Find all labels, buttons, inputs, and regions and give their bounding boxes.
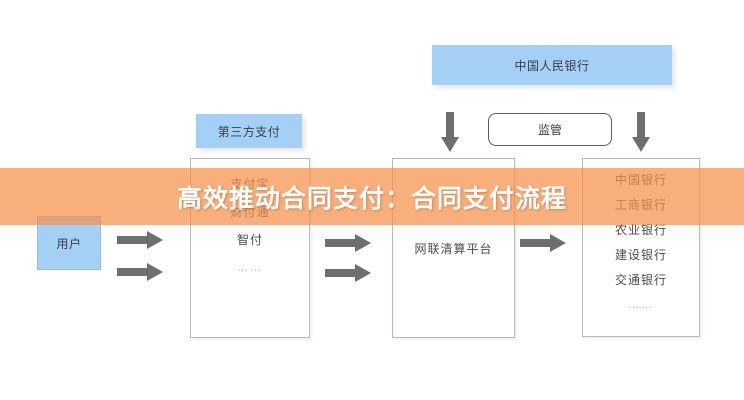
arrow-right-icon-user-2 [117, 263, 163, 281]
list-item-ellipsis: …… [628, 299, 654, 311]
supervision-box: 监管 [488, 113, 612, 146]
title-banner: 高效推动合同支付：合同支付流程 [0, 168, 744, 225]
list-item-ellipsis: …… [237, 262, 263, 274]
arrow-right-icon-user-1 [117, 231, 163, 249]
third-party-header-box: 第三方支付 [196, 114, 302, 148]
arrow-right-icon-clearing-1 [325, 234, 371, 252]
list-item: 交通银行 [614, 273, 667, 287]
user-box: 用户 [37, 216, 101, 270]
arrow-right-icon-bank [520, 234, 566, 252]
banner-title-text: 高效推动合同支付：合同支付流程 [176, 184, 567, 213]
central-bank-label: 中国人民银行 [514, 58, 590, 73]
arrow-down-icon-right [632, 112, 650, 152]
user-label: 用户 [56, 236, 82, 251]
clearing-platform-label: 网联清算平台 [414, 241, 493, 256]
third-party-header-label: 第三方支付 [217, 124, 281, 139]
supervision-label: 监管 [537, 123, 562, 137]
list-item: 农业银行 [614, 223, 667, 237]
list-item: 建设银行 [614, 248, 667, 262]
arrow-down-icon-left [441, 112, 459, 152]
arrow-right-icon-clearing-2 [325, 264, 371, 282]
list-item: 智付 [236, 233, 263, 247]
central-bank-box: 中国人民银行 [432, 45, 672, 85]
